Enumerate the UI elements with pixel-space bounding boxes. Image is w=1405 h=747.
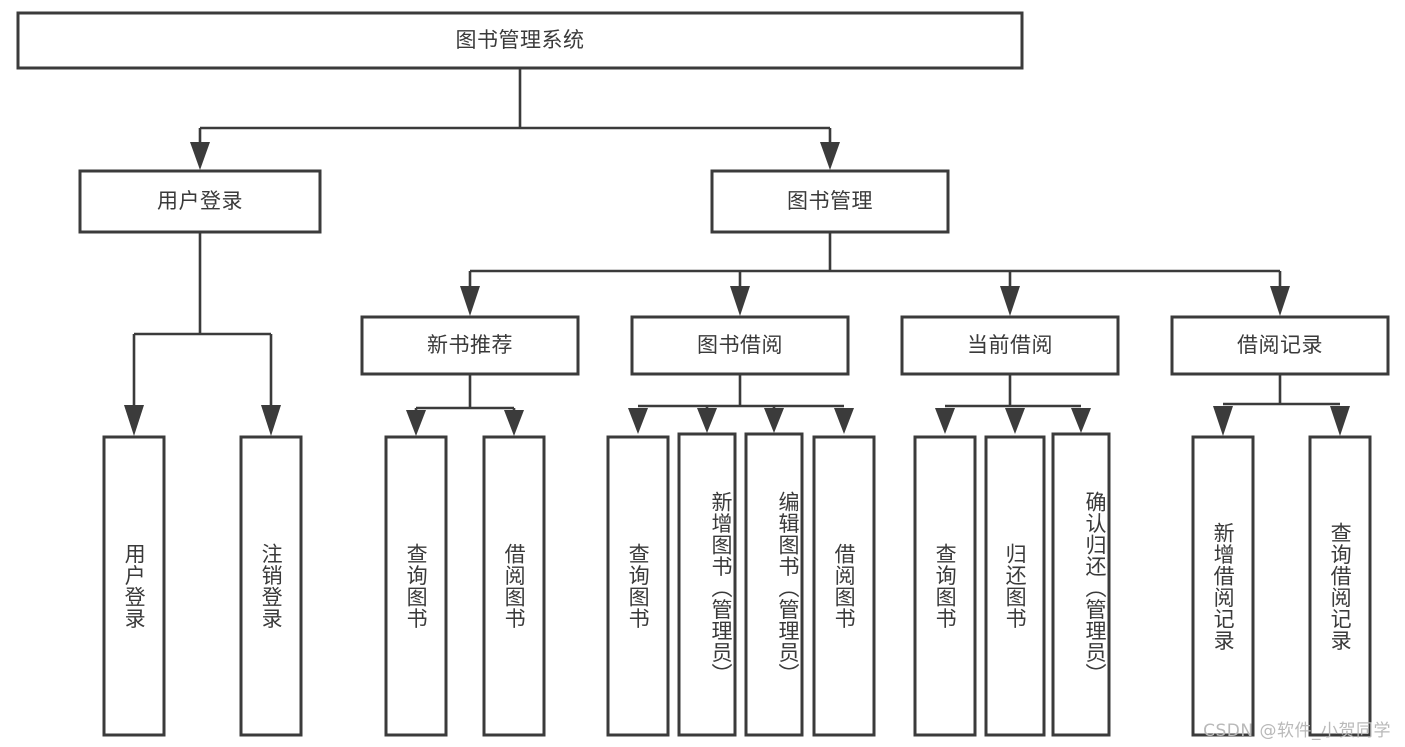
node-box-leaf-confirm-return-admin[interactable] [1051, 432, 1111, 737]
arrow-head-leaf-add-book-admin [697, 408, 717, 433]
arrow-head-leaf-query-book-2 [628, 408, 648, 434]
arrow-head-leaf-borrow-book-2 [834, 408, 854, 434]
arrow-head-borrowrecord [1270, 286, 1290, 316]
arrow-head-leaf-edit-book-admin [764, 408, 784, 433]
arrow-head-leaf-confirm-return-admin [1071, 408, 1091, 433]
connector-currentborrow-to-leaves [935, 374, 1091, 434]
arrow-head-currentborrow [1000, 286, 1020, 316]
arrow-head-user-login [190, 142, 210, 170]
node-box-leaf-user-logout[interactable] [239, 435, 303, 737]
node-box-root[interactable] [16, 11, 1024, 70]
arrow-head-leaf-user-logout [261, 405, 281, 436]
node-box-leaf-user-login[interactable] [102, 435, 166, 737]
arrow-head-leaf-return-book [1005, 408, 1025, 434]
node-box-book-management[interactable] [710, 169, 950, 234]
arrow-head-book-management [820, 142, 840, 170]
node-box-leaf-borrow-book-1[interactable] [482, 435, 546, 737]
arrow-head-bookborrow [730, 286, 750, 316]
node-box-user-login[interactable] [78, 169, 322, 234]
node-box-leaf-query-borrow-record[interactable] [1308, 435, 1372, 737]
node-box-leaf-edit-book-admin[interactable] [744, 432, 804, 737]
connector-borrowrecord-to-leaves [1213, 374, 1350, 436]
connector-userlogin-to-leaves [124, 232, 281, 436]
node-box-new-book-recommend[interactable] [360, 315, 580, 376]
node-box-leaf-add-book-admin[interactable] [677, 432, 737, 737]
node-box-leaf-query-book-2[interactable] [606, 435, 670, 737]
node-box-current-borrow[interactable] [900, 315, 1120, 376]
node-box-book-borrow[interactable] [630, 315, 850, 376]
arrow-head-newbook [460, 286, 480, 316]
connector-bookmgmt-to-level3 [460, 232, 1290, 316]
node-box-leaf-add-borrow-record[interactable] [1191, 435, 1255, 737]
arrow-head-leaf-query-book-3 [935, 408, 955, 434]
connector-bookborrow-to-leaves [628, 374, 854, 434]
arrow-head-leaf-user-login [124, 405, 144, 436]
arrow-head-leaf-add-borrow-record [1213, 406, 1233, 436]
node-box-borrow-record[interactable] [1170, 315, 1390, 376]
node-box-leaf-query-book-1[interactable] [384, 435, 448, 737]
node-box-leaf-query-book-3[interactable] [913, 435, 977, 737]
node-box-leaf-borrow-book-2[interactable] [812, 435, 876, 737]
arrow-head-leaf-query-borrow-record [1330, 406, 1350, 436]
connector-newbook-to-leaves [406, 374, 524, 436]
connector-root-to-level2 [190, 68, 840, 170]
arrow-head-leaf-query-book-1 [406, 410, 426, 436]
node-box-leaf-return-book[interactable] [984, 435, 1046, 737]
arrow-head-leaf-borrow-book-1 [504, 410, 524, 436]
watermark-text: CSDN @软件_小贺同学 [1203, 721, 1391, 741]
